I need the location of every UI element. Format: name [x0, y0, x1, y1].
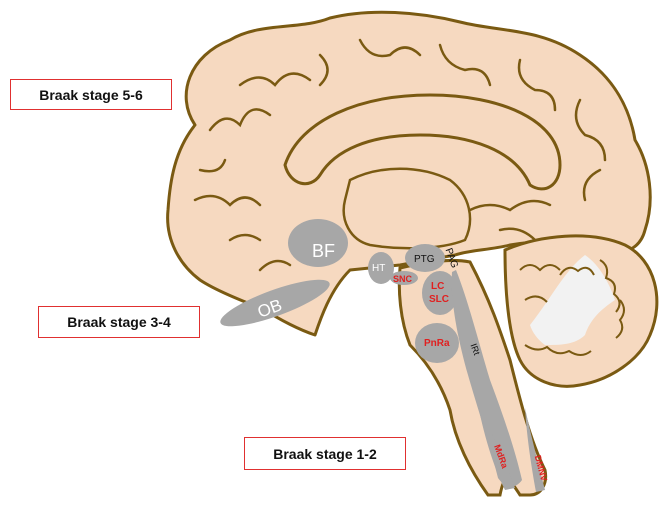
pnra-label: PnRa: [424, 338, 450, 349]
lc-label: LC: [431, 281, 444, 292]
braak-stage-3-4-box: Braak stage 3-4: [38, 306, 200, 338]
snc-label: SNC: [393, 274, 413, 284]
braak-stage-5-6-box: Braak stage 5-6: [10, 79, 172, 110]
braak-stage-1-2-box: Braak stage 1-2: [244, 437, 406, 470]
thalamus: [344, 169, 470, 249]
bf-label: BF: [312, 241, 335, 261]
slc-label: SLC: [429, 294, 449, 305]
ptg-label: PTG: [414, 254, 435, 265]
ht-label: HT: [372, 263, 385, 274]
